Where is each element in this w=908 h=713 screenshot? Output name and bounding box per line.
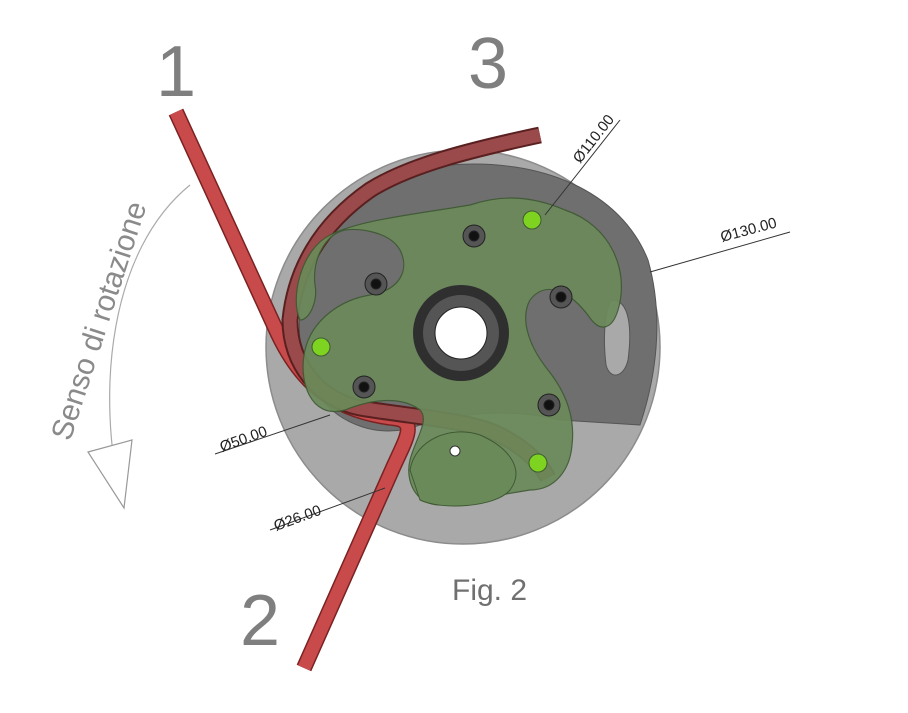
dim-50: Ø50.00 [218,423,270,456]
dim-130: Ø130.00 [719,215,779,246]
roller-lobe-lower [409,431,517,507]
port-label-2: 2 [240,581,280,661]
dim-110: Ø110.00 [570,112,618,167]
figure-caption: Fig. 2 [452,574,527,607]
port-label-3: 3 [468,24,508,104]
rollers [311,210,548,473]
port-label-1: 1 [156,32,196,112]
center-hub [413,285,509,381]
rotation-arrow [87,184,191,510]
rotation-label: Senso di rotazione [45,198,153,445]
pin-hole [449,445,461,457]
dimension-lines [214,119,791,531]
dim-26: Ø26.00 [272,502,324,535]
screws [352,224,573,417]
